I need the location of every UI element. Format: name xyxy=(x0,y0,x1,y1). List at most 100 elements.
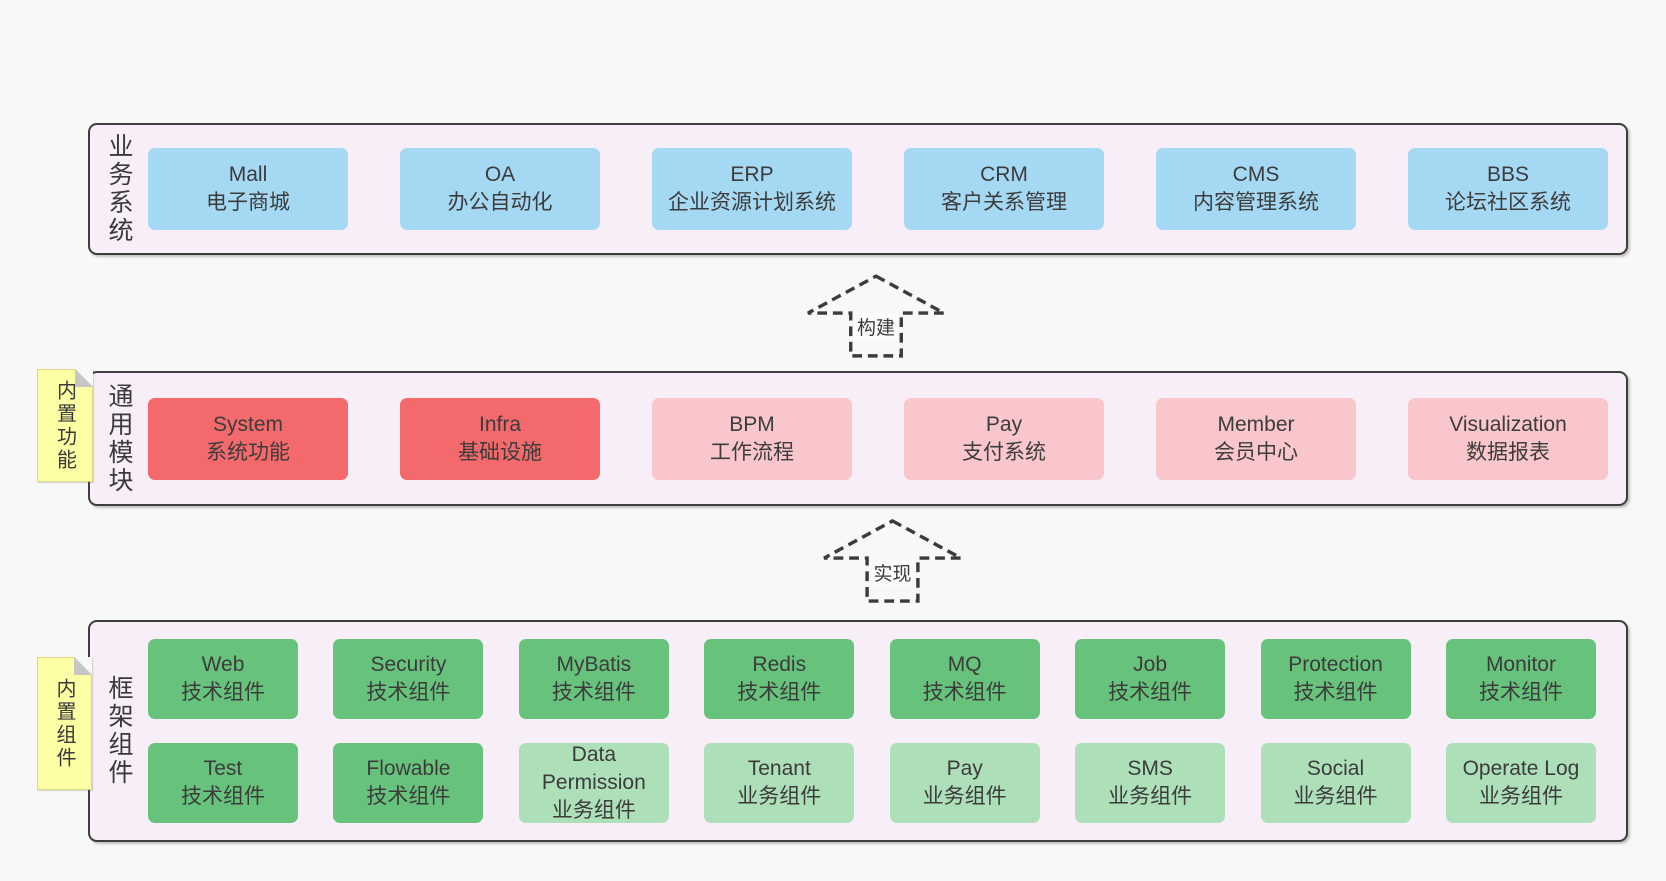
box-subtitle: 数据报表 xyxy=(1466,440,1550,464)
box-subtitle: 内容管理系统 xyxy=(1193,191,1319,214)
box-operate-log: Operate Log 业务组件 xyxy=(1445,743,1596,823)
sticky-note-built-in-components: 内置组件 xyxy=(37,657,92,790)
dashed-up-arrow-icon xyxy=(807,274,945,358)
box-title: System xyxy=(212,412,283,436)
box-title: Infra xyxy=(478,412,522,436)
box-subtitle: 客户关系管理 xyxy=(941,191,1067,214)
box-title: Member xyxy=(1217,412,1295,436)
box-subtitle: 技术组件 xyxy=(366,785,451,808)
box-title: Monitor xyxy=(1485,653,1556,677)
box-crm: CRM 客户关系管理 xyxy=(904,148,1104,230)
box-title: CRM xyxy=(980,163,1028,187)
box-subtitle: 办公自动化 xyxy=(447,191,553,214)
layer-title-text: 业务系统 xyxy=(105,133,133,245)
layer-rows: Mall 电子商城 OA 办公自动化 ERP 企业资源计划系统 CRM 客户关系管理 CMS 内容… xyxy=(148,125,1626,253)
box-web: Web 技术组件 xyxy=(148,639,298,719)
box-subtitle: 企业资源计划系统 xyxy=(668,191,836,214)
box-title: Protection xyxy=(1288,653,1383,677)
box-subtitle: 技术组件 xyxy=(551,681,636,704)
arrow-build: 构建 xyxy=(806,272,946,360)
box-title: Pay xyxy=(946,757,983,781)
box-subtitle: 技术组件 xyxy=(1478,681,1563,704)
box-job: Job 技术组件 xyxy=(1075,639,1226,719)
box-title: OA xyxy=(484,163,516,187)
layer-title-components: 框架组件 xyxy=(90,622,148,840)
box-title: Tenant xyxy=(747,757,811,781)
arrow-build-label: 构建 xyxy=(853,313,899,340)
box-subtitle: 支付系统 xyxy=(962,440,1046,464)
box-subtitle: 业务组件 xyxy=(1108,785,1193,808)
box-title: BPM xyxy=(729,412,775,436)
sticky-note-label: 内置组件 xyxy=(53,677,75,770)
box-member: Member 会员中心 xyxy=(1156,397,1356,480)
folded-corner xyxy=(75,369,93,387)
box-title: Security xyxy=(370,653,447,677)
box-subtitle: 工作流程 xyxy=(710,440,794,464)
box-title: Redis xyxy=(752,653,807,677)
box-test: Test 技术组件 xyxy=(148,743,298,823)
box-title: Data Permission xyxy=(541,743,646,795)
box-subtitle: 基础设施 xyxy=(458,440,542,464)
box-subtitle: 业务组件 xyxy=(1478,785,1563,808)
box-title: MQ xyxy=(947,653,982,677)
dashed-up-arrow-icon xyxy=(823,518,962,603)
box-subtitle: 会员中心 xyxy=(1214,440,1298,464)
box-subtitle: 技术组件 xyxy=(737,681,822,704)
sticky-note-built-in-features: 内置功能 xyxy=(37,369,93,482)
box-oa: OA 办公自动化 xyxy=(400,148,600,230)
arrow-implement: 实现 xyxy=(822,518,963,604)
box-erp: ERP 企业资源计划系统 xyxy=(652,148,852,230)
box-flowable: Flowable 技术组件 xyxy=(333,743,484,823)
box-title: Flowable xyxy=(366,757,451,781)
layer-business-systems: 业务系统 Mall 电子商城 OA 办公自动化 ERP 企业资源计划系统 CRM 客户关系管理… xyxy=(88,123,1628,255)
box-subtitle: 业务组件 xyxy=(737,785,822,808)
box-subtitle: 业务组件 xyxy=(1293,785,1378,808)
box-bbs: BBS 论坛社区系统 xyxy=(1408,148,1608,230)
box-subtitle: 业务组件 xyxy=(551,798,636,822)
box-mybatis: MyBatis 技术组件 xyxy=(518,639,669,719)
box-bpm: BPM 工作流程 xyxy=(652,397,852,480)
layer-title-business: 业务系统 xyxy=(90,125,148,253)
box-system: System 系统功能 xyxy=(148,397,348,480)
box-title: Job xyxy=(1133,653,1168,677)
box-title: Mall xyxy=(228,163,268,187)
box-subtitle: 技术组件 xyxy=(1293,681,1378,704)
box-infra: Infra 基础设施 xyxy=(400,397,600,480)
box-tenant: Tenant 业务组件 xyxy=(704,743,855,823)
sticky-note-label: 内置功能 xyxy=(53,379,76,472)
box-subtitle: 系统功能 xyxy=(206,440,290,464)
box-subtitle: 技术组件 xyxy=(181,785,265,808)
box-title: Operate Log xyxy=(1462,757,1580,781)
box-title: MyBatis xyxy=(556,653,632,677)
box-mall: Mall 电子商城 xyxy=(148,148,348,230)
box-row: Mall 电子商城 OA 办公自动化 ERP 企业资源计划系统 CRM 客户关系管理 CMS 内容… xyxy=(148,148,1608,230)
box-subtitle: 论坛社区系统 xyxy=(1445,191,1571,214)
box-title: Test xyxy=(203,757,243,781)
box-data-permission: Data Permission 业务组件 xyxy=(518,743,669,823)
layer-title-text: 框架组件 xyxy=(105,675,133,787)
box-subtitle: 技术组件 xyxy=(1108,681,1193,704)
box-title: Web xyxy=(201,653,245,677)
box-subtitle: 电子商城 xyxy=(206,191,290,214)
box-subtitle: 技术组件 xyxy=(181,681,265,704)
box-title: BBS xyxy=(1486,163,1530,187)
box-protection: Protection 技术组件 xyxy=(1260,639,1411,719)
layer-title-modules: 通用模块 xyxy=(90,373,148,504)
arrow-implement-label: 实现 xyxy=(870,559,915,586)
box-title: CMS xyxy=(1232,163,1280,187)
box-title: ERP xyxy=(730,163,774,187)
layer-title-text: 通用模块 xyxy=(105,382,133,495)
